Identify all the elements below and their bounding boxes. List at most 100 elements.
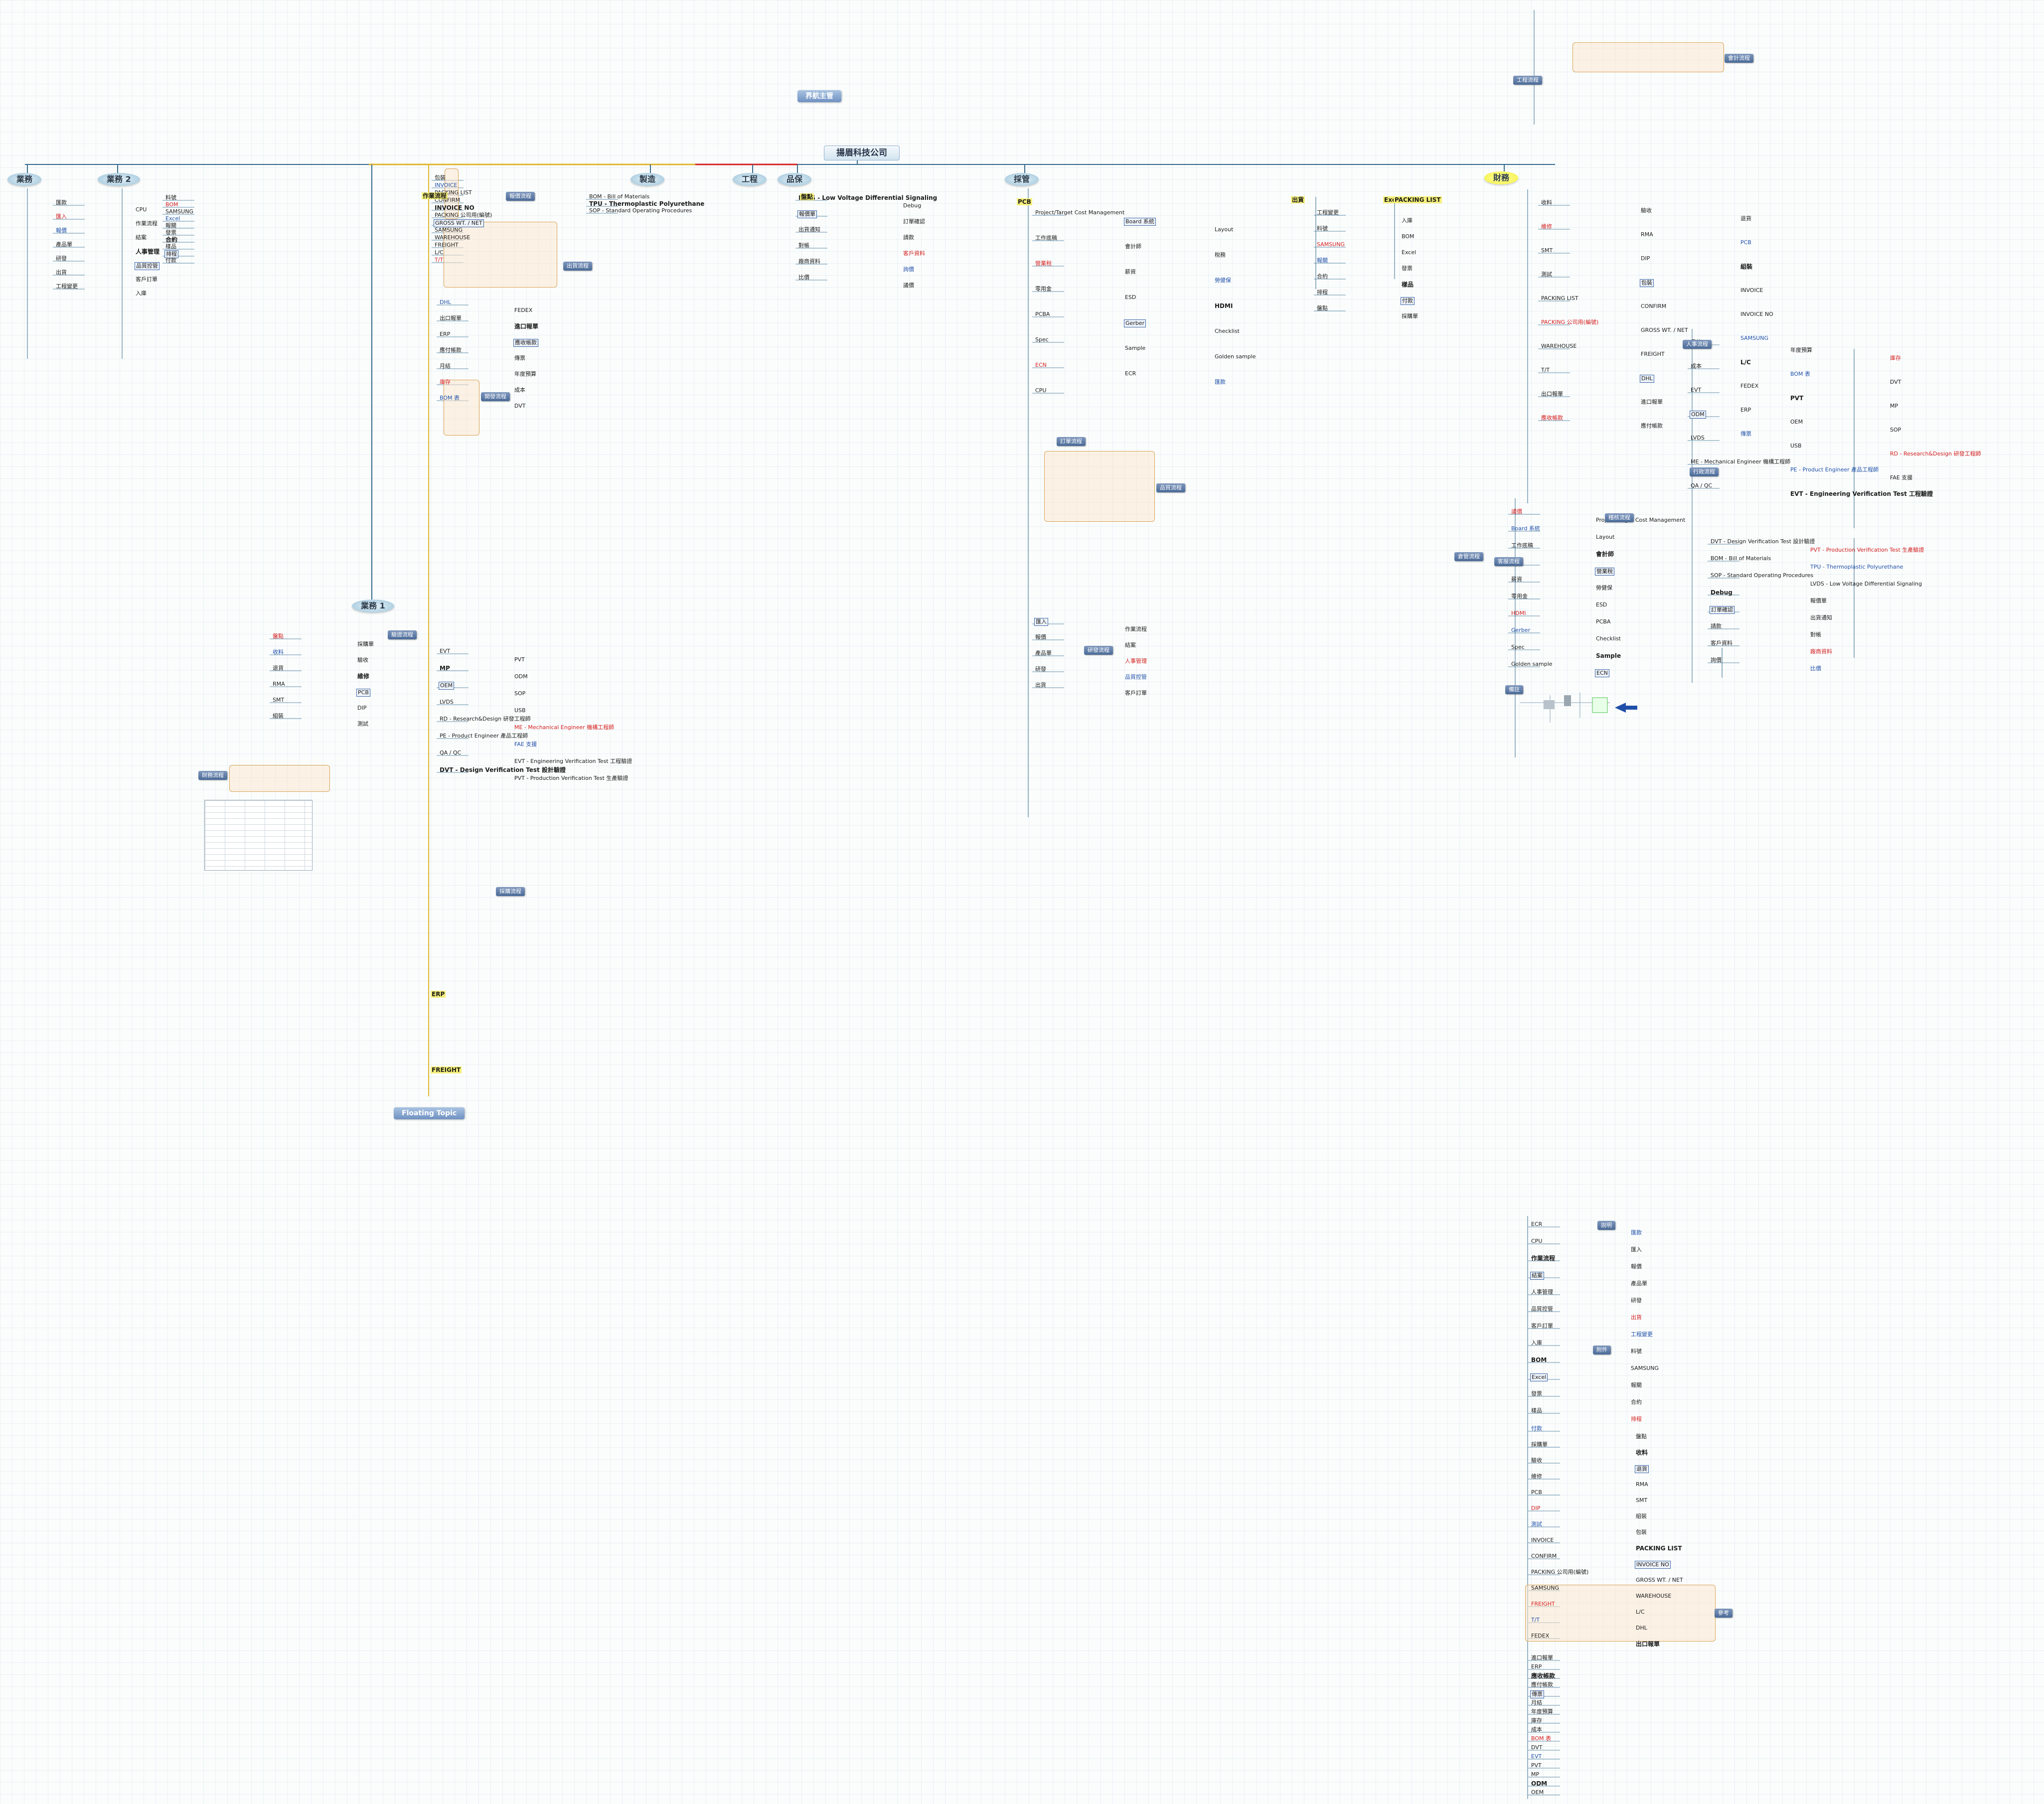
topic-node[interactable]: LVDS - Low Voltage Differential Signalin… <box>1810 581 1922 587</box>
topic-node[interactable]: PACKING LIST <box>1541 295 1578 301</box>
topic-node[interactable]: Spec <box>1511 644 1525 650</box>
topic-node[interactable]: PVT <box>1790 395 1804 402</box>
topic-node[interactable]: FEDEX <box>1531 1633 1550 1639</box>
topic-node[interactable]: SAMSUNG <box>1740 335 1768 341</box>
topic-node[interactable]: INVOICE <box>435 182 458 188</box>
topic-node[interactable]: TPU - Thermoplastic Polyurethane <box>1810 564 1903 570</box>
topic-node[interactable]: 入庫 <box>136 290 147 297</box>
topic-node[interactable]: FREIGHT <box>435 242 459 248</box>
topic-node[interactable]: 作業流程 <box>136 220 157 227</box>
topic-node[interactable]: OEM <box>1531 1789 1544 1796</box>
topic-node[interactable]: DIP <box>357 705 367 711</box>
tag-label[interactable]: 開發流程 <box>481 392 510 401</box>
topic-node[interactable]: 發票 <box>165 229 176 236</box>
topic-node[interactable]: 樣品 <box>1531 1407 1542 1414</box>
topic-node[interactable]: PCBA <box>1596 618 1611 625</box>
topic-node[interactable]: SMT <box>1541 247 1553 254</box>
topic-node[interactable]: 年度預算 <box>1531 1708 1553 1715</box>
topic-node[interactable]: MP <box>1890 403 1898 409</box>
branch-1[interactable]: 業務 2 <box>98 173 140 186</box>
topic-node[interactable]: DVT <box>1531 1744 1543 1751</box>
topic-node[interactable]: 請款 <box>903 234 914 241</box>
topic-node[interactable]: WAREHOUSE <box>1636 1593 1672 1599</box>
topic-node[interactable]: DVT <box>514 403 526 409</box>
topic-node[interactable]: FEDEX <box>514 307 533 313</box>
branch-4[interactable]: 品保 <box>778 173 812 186</box>
topic-node[interactable]: 出貨 <box>56 269 67 276</box>
tag-label[interactable]: 附件 <box>1593 1346 1611 1354</box>
topic-node[interactable]: Board 系統 <box>1124 218 1156 226</box>
topic-node[interactable]: 會計師 <box>1125 243 1141 250</box>
tag-label[interactable]: 說明 <box>1597 1221 1615 1230</box>
topic-node[interactable]: 合約 <box>165 236 178 243</box>
topic-node[interactable]: WAREHOUSE <box>1541 343 1577 349</box>
topic-node[interactable]: 比價 <box>1810 665 1821 672</box>
topic-node[interactable]: SOP - Standard Operating Procedures <box>1711 572 1814 579</box>
tag-label[interactable]: 參考 <box>1715 1609 1732 1618</box>
topic-node[interactable]: 出貨 <box>1035 682 1046 688</box>
topic-node[interactable]: T/T <box>1531 1617 1540 1623</box>
tag-label[interactable]: 品質流程 <box>1156 483 1185 492</box>
topic-node[interactable]: 合約 <box>1631 1399 1642 1405</box>
topic-node[interactable]: 維修 <box>357 673 370 680</box>
category-label[interactable]: PCB <box>1017 198 1032 205</box>
topic-node[interactable]: 應付帳款 <box>440 347 462 353</box>
topic-node[interactable]: 應收帳款 <box>513 339 538 347</box>
topic-node[interactable]: PCB <box>1531 1489 1542 1496</box>
topic-node[interactable]: BOM <box>1531 1356 1547 1363</box>
topic-node[interactable]: PACKING 公司用(編號) <box>435 212 492 218</box>
topic-node[interactable]: PACKING 公司用(編號) <box>1541 319 1599 325</box>
topic-node[interactable]: LVDS <box>440 699 454 705</box>
topic-node[interactable]: 盤點 <box>1636 1433 1647 1440</box>
topic-node[interactable]: PE - Product Engineer 產品工程師 <box>440 733 528 739</box>
topic-node[interactable]: ECN <box>1595 669 1609 677</box>
topic-node[interactable]: 月結 <box>440 363 451 369</box>
topic-node[interactable]: PVT <box>514 656 525 663</box>
topic-node[interactable]: EVT <box>1531 1753 1542 1760</box>
topic-node[interactable]: 成本 <box>1531 1726 1542 1733</box>
tag-label[interactable]: 採購流程 <box>496 887 525 896</box>
topic-node[interactable]: CONFIRM <box>1641 303 1667 309</box>
topic-node[interactable]: 對帳 <box>798 242 809 249</box>
topic-node[interactable]: 料號 <box>1317 225 1328 232</box>
topic-node[interactable]: 營業稅 <box>1595 568 1614 576</box>
topic-node[interactable]: FAE 支援 <box>514 741 537 748</box>
topic-node[interactable]: 退貨 <box>1635 1465 1649 1473</box>
topic-node[interactable]: 收料 <box>1636 1449 1648 1456</box>
topic-node[interactable]: 出口報單 <box>1636 1641 1660 1648</box>
topic-node[interactable]: QA / QC <box>440 750 462 756</box>
topic-node[interactable]: PACKING 公司用(編號) <box>1531 1569 1589 1575</box>
topic-node[interactable]: 匯入 <box>1034 618 1048 626</box>
topic-node[interactable]: 應付帳款 <box>1641 423 1663 429</box>
tag-label[interactable]: 研發流程 <box>1084 646 1113 655</box>
topic-node[interactable]: SOP <box>514 690 526 697</box>
topic-node[interactable]: PVT <box>1531 1762 1542 1769</box>
topic-node[interactable]: 作業流程 <box>1531 1255 1556 1262</box>
topic-node[interactable]: 料號 <box>165 194 176 201</box>
topic-node[interactable]: 排程 <box>1317 289 1328 296</box>
topic-node[interactable]: 傳票 <box>514 355 525 361</box>
topic-node[interactable]: 廠商資料 <box>1810 648 1832 655</box>
topic-node[interactable]: 勞健保 <box>1596 585 1612 591</box>
topic-node[interactable]: GROSS WT. / NET <box>1636 1577 1683 1583</box>
topic-node[interactable]: 詢價 <box>1711 657 1722 663</box>
topic-node[interactable]: 報關 <box>165 222 176 229</box>
tag-label[interactable]: 備註 <box>1505 685 1523 694</box>
topic-node[interactable]: BOM <box>165 201 178 208</box>
topic-node[interactable]: 研發 <box>1631 1297 1642 1304</box>
topic-node[interactable]: 品質控管 <box>135 262 159 270</box>
topic-node[interactable]: 人事管理 <box>1125 658 1147 664</box>
topic-node[interactable]: BOM <box>1402 233 1415 240</box>
topic-node[interactable]: 合約 <box>1317 273 1328 280</box>
tag-label[interactable]: 人事流程 <box>1683 340 1712 349</box>
topic-node[interactable]: CPU <box>136 206 147 213</box>
topic-node[interactable]: 訂單確認 <box>1710 606 1734 614</box>
topic-node[interactable]: 報價 <box>1631 1263 1642 1270</box>
topic-node[interactable]: LVDS <box>1691 435 1705 441</box>
floating-topic[interactable]: Floating Topic <box>394 1107 465 1119</box>
topic-node[interactable]: PE - Product Engineer 產品工程師 <box>1790 466 1879 473</box>
topic-node[interactable]: 產品單 <box>56 241 72 248</box>
topic-node[interactable]: RMA <box>1641 231 1653 238</box>
topic-node[interactable]: 匯款 <box>1631 1229 1642 1236</box>
category-label[interactable]: ERP <box>431 991 446 998</box>
